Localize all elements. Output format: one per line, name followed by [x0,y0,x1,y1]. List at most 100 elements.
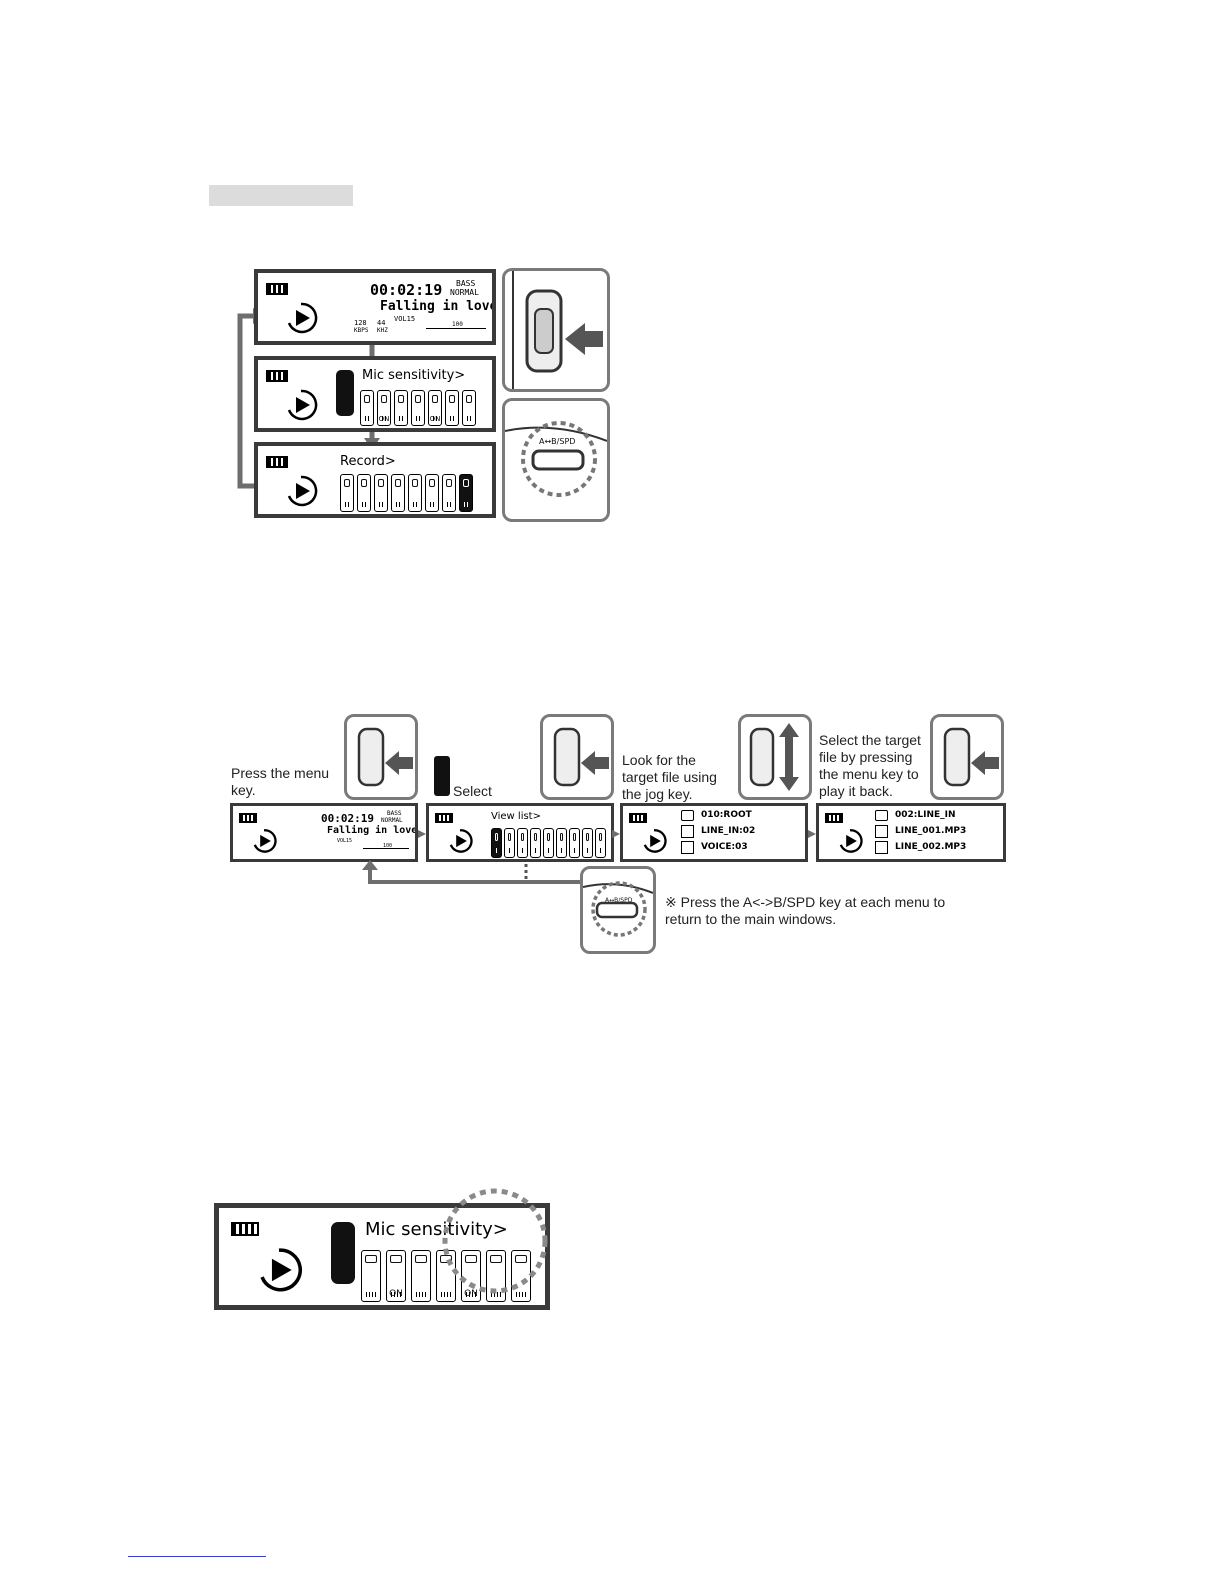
battery-icon [825,813,843,823]
bitrate-top: 128 [354,319,367,327]
instruction-press-menu-key: Press the menu key. [231,765,330,798]
menu-icon [374,474,388,512]
menu-key-photo-step4 [930,714,1004,800]
file-list-item: LINE_IN:02 [701,826,756,836]
mic-selected-icon [331,1222,355,1284]
ab-spd-illustration [583,881,653,937]
menu-icon [556,828,567,858]
lcd-mic-sensitivity-menu: Mic sensitivity> ON ON [254,356,496,432]
sample-top: 44 [377,319,386,327]
play-icon [260,1248,303,1292]
menu-icon [504,828,515,858]
eq-line1: BASS [387,810,402,817]
file-icon [875,825,888,838]
menu-icon: ON [428,390,442,426]
play-icon [287,389,318,421]
menu-key-illustration [512,271,603,389]
volume-label: VOL15 [337,838,353,844]
menu-icon [442,474,456,512]
eq-line2: NORMAL [450,288,479,297]
menu-icon-selected [491,828,502,858]
file-icon [875,841,888,854]
play-icon [643,829,667,853]
menu-title: View list> [491,811,541,822]
menu-icon [445,390,459,426]
elapsed-time: 00:02:19 [370,281,443,299]
ab-spd-illustration [505,421,607,497]
instruction-select: Select [453,783,492,799]
menu-icon-strip: ON ON [360,390,476,426]
menu-icon [543,828,554,858]
file-list-item: LINE_001.MP3 [895,826,967,836]
menu-icon [360,390,374,426]
menu-icon-selected [459,474,473,512]
jog-key-illustration [749,723,799,791]
song-title: Falling in love [380,299,496,314]
menu-icon: ON [461,1250,481,1302]
menu-icon [357,474,371,512]
track-total: 100 [383,843,393,849]
progress-bar [426,328,486,329]
lcd-view-list-menu: View list> [426,803,614,862]
menu-key-illustration [943,727,999,787]
menu-icon: ON [386,1250,406,1302]
menu-key-photo [502,268,610,392]
menu-key-photo-step2 [540,714,614,800]
battery-icon [266,456,288,468]
file-list-item: LINE_002.MP3 [895,842,967,852]
menu-title: Mic sensitivity> [365,1219,508,1240]
menu-icon [391,474,405,512]
ab-spd-label: A↔B/SPD [605,897,633,904]
figure2-arrows [362,830,816,884]
menu-icon [569,828,580,858]
sample-bottom: KHZ [377,327,388,334]
play-icon [287,475,318,507]
eq-line1: BASS [456,279,476,288]
menu-icon [411,390,425,426]
mic-selected-icon [336,370,354,416]
play-icon [449,829,473,853]
menu-icon: ON [377,390,391,426]
menu-icon [425,474,439,512]
menu-icon [595,828,606,858]
highlight-dashed-circle [442,1188,548,1294]
file-list-item: 010:ROOT [701,810,752,820]
section-heading-bar [209,185,353,206]
bitrate-bottom: KBPS [354,327,369,334]
battery-icon [629,813,647,823]
select-icon [434,756,450,796]
instruction-look-for-file: Look for the target file using the jog k… [622,752,717,802]
footer-rule [128,1556,266,1557]
eq-line2: NORMAL [381,817,403,824]
song-title: Falling in love [327,825,418,836]
return-note: ※ Press the A<->B/SPD key at each menu t… [665,894,946,927]
menu-icon [517,828,528,858]
ab-spd-key-photo: A↔B/SPD [502,398,610,522]
play-icon [253,829,277,853]
battery-icon [231,1222,259,1236]
menu-key-photo-step1 [344,714,418,800]
menu-title: Mic sensitivity> [362,368,466,383]
file-list-item: VOICE:03 [701,842,748,852]
folder-icon [875,810,888,821]
menu-icon [361,1250,381,1302]
menu-icon [530,828,541,858]
instruction-select-target: Select the target file by pressing the m… [819,732,921,799]
track-total: 100 [452,321,463,328]
menu-key-illustration [357,727,413,787]
ab-spd-label: A↔B/SPD [539,437,576,446]
menu-icon-strip: ON ON [361,1250,531,1302]
folder-icon [681,810,694,821]
lcd-file-list-root: 010:ROOT LINE_IN:02 VOICE:03 [620,803,808,862]
play-icon [839,829,863,853]
menu-icon [408,474,422,512]
menu-icon-strip [340,474,473,512]
file-icon [681,841,694,854]
menu-icon [462,390,476,426]
lcd-file-list-line-in: 002:LINE_IN LINE_001.MP3 LINE_002.MP3 [816,803,1006,862]
menu-icon [411,1250,431,1302]
lcd-main-screen-small: 00:02:19 BASS NORMAL Falling in love VOL… [230,803,418,862]
jog-key-photo [738,714,812,800]
menu-icon-strip [491,828,606,858]
file-list-item: 002:LINE_IN [895,810,956,820]
